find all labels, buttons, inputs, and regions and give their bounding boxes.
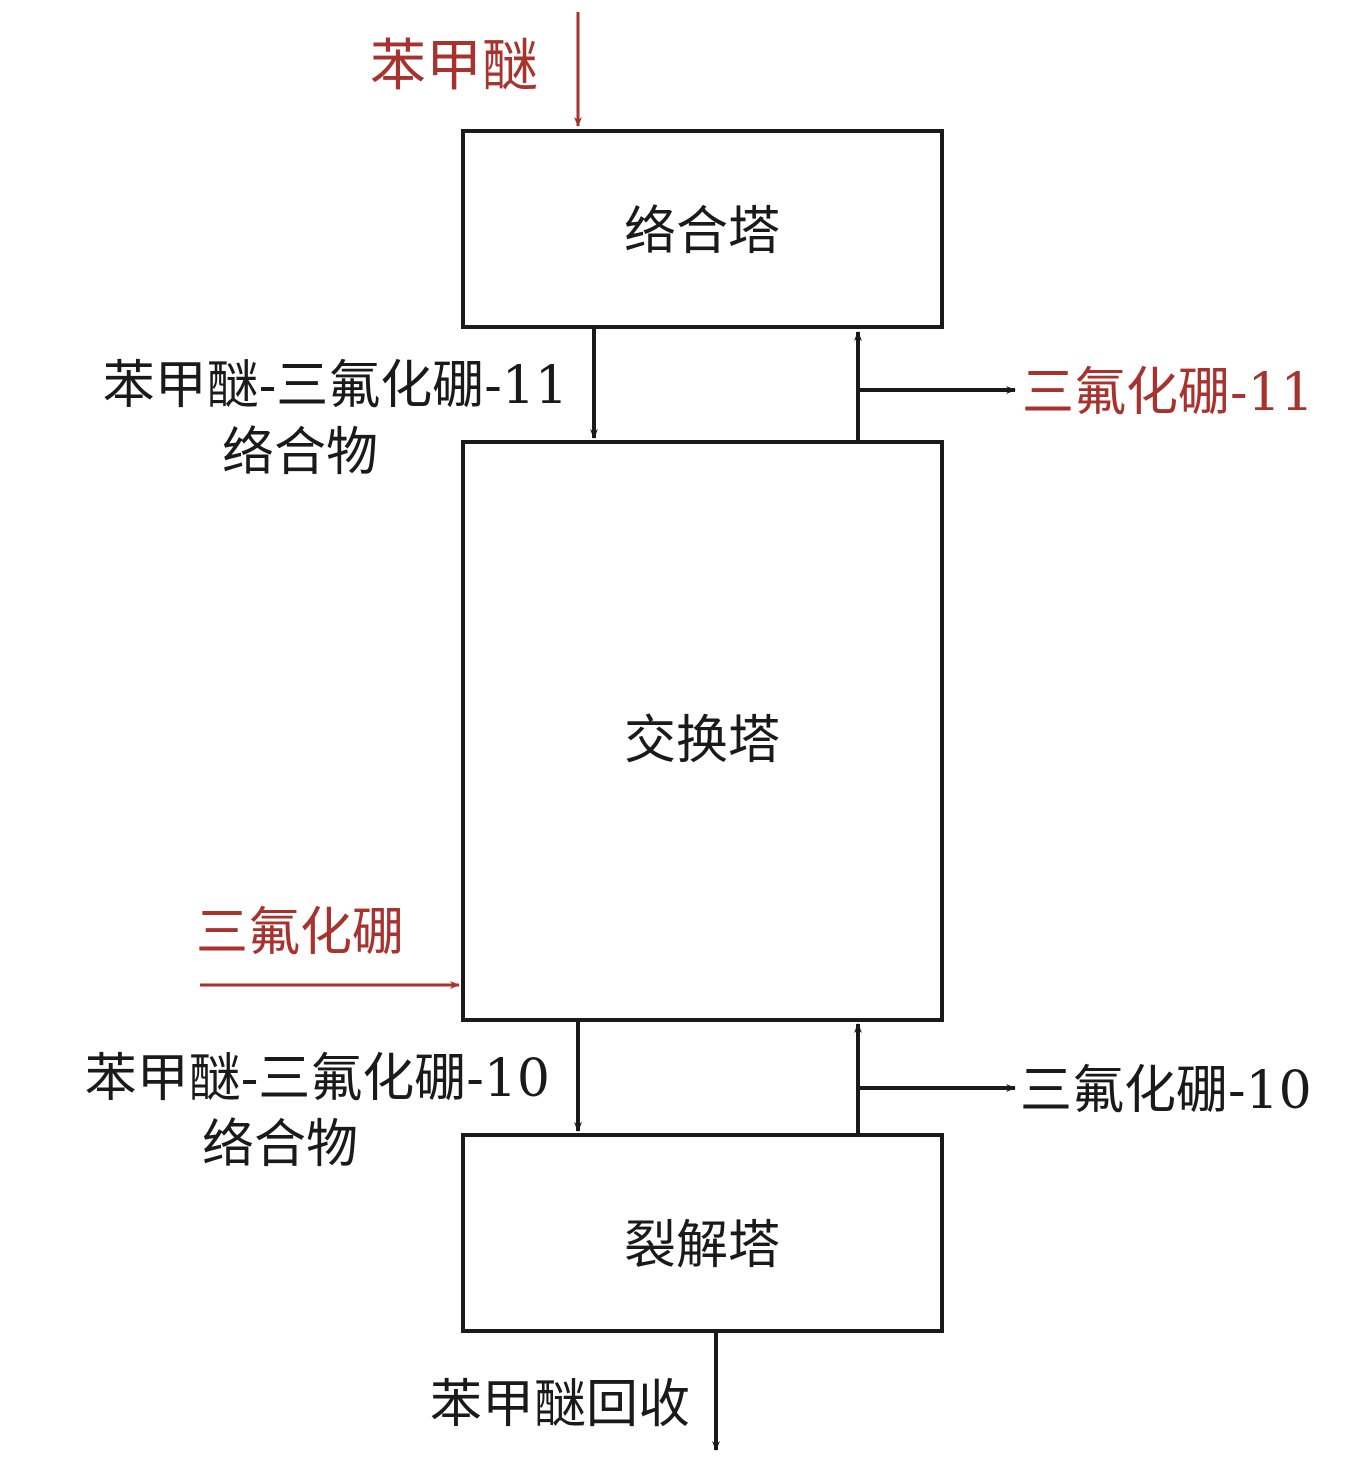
anisole-feed-label: 苯甲醚 bbox=[370, 34, 538, 99]
bf3-feed-label: 三氟化硼 bbox=[196, 903, 404, 963]
complex11-label-line2: 络合物 bbox=[222, 423, 378, 483]
complex10-label-line1: 苯甲醚-三氟化硼-10 bbox=[85, 1049, 550, 1109]
arrows bbox=[200, 12, 1016, 1451]
anisole-recovery-label: 苯甲醚回收 bbox=[430, 1375, 690, 1435]
cracking-tower-box bbox=[461, 1133, 944, 1333]
bf3-10-label: 三氟化硼-10 bbox=[1020, 1061, 1312, 1121]
complexation-tower-box bbox=[461, 129, 944, 329]
exchange-tower-box bbox=[461, 440, 944, 1022]
complexation-tower-label: 络合塔 bbox=[624, 202, 780, 262]
complex11-label-line1: 苯甲醚-三氟化硼-11 bbox=[103, 356, 568, 416]
exchange-tower-label: 交换塔 bbox=[624, 711, 780, 771]
bf3-11-label: 三氟化硼-11 bbox=[1022, 363, 1314, 423]
complex10-label-line2: 络合物 bbox=[202, 1115, 358, 1175]
cracking-tower-label: 裂解塔 bbox=[624, 1216, 780, 1276]
